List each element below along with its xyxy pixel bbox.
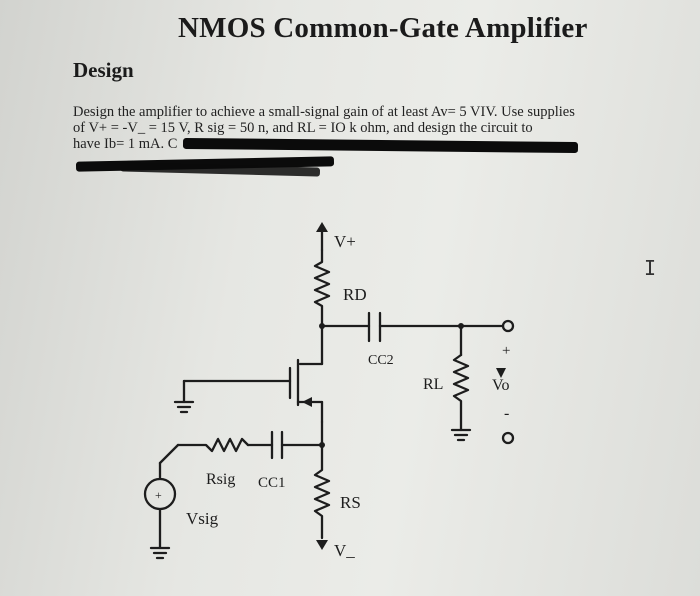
vplus-label: V+ <box>334 232 356 251</box>
cc1-label: CC1 <box>258 475 286 491</box>
rd-resistor <box>313 248 331 328</box>
vminus-arrow <box>316 540 328 550</box>
rsig-to-source-wire <box>158 443 180 465</box>
vo-plus-sign: + <box>502 343 510 359</box>
problem-statement: Design the amplifier to achieve a small-… <box>73 104 643 152</box>
mosfet-source-arrow <box>302 397 312 407</box>
vo-arrow <box>496 368 506 378</box>
vo-minus-terminal <box>501 431 515 445</box>
rl-resistor <box>452 353 470 432</box>
vsig-source-plus: + <box>155 488 162 502</box>
vsig-label: Vsig <box>186 509 219 528</box>
cc2-label: CC2 <box>368 353 394 368</box>
text-cursor-icon: I <box>644 256 657 280</box>
output-node <box>458 323 464 329</box>
page-title: NMOS Common-Gate Amplifier <box>178 12 588 44</box>
source-node <box>319 442 325 448</box>
rsig-label: Rsig <box>206 471 235 488</box>
rsig-resistor <box>176 437 250 453</box>
vo-plus-terminal <box>501 319 515 333</box>
vo-minus-sign: - <box>504 405 509 422</box>
problem-line-3: have Ib= 1 mA. C <box>73 136 178 152</box>
vminus-label: V_ <box>334 541 355 560</box>
problem-line-1: Design the amplifier to achieve a small-… <box>73 104 575 120</box>
rs-label: RS <box>340 493 361 512</box>
section-heading: Design <box>73 58 134 82</box>
vplus-arrow <box>316 222 328 232</box>
rs-resistor <box>313 443 331 540</box>
problem-line-2: of V+ = -V_ = 15 V, R sig = 50 n, and RL… <box>73 120 533 136</box>
vo-label: Vo <box>492 377 510 394</box>
drain-node <box>319 323 325 329</box>
rd-label: RD <box>343 285 367 304</box>
rl-label: RL <box>423 376 443 393</box>
